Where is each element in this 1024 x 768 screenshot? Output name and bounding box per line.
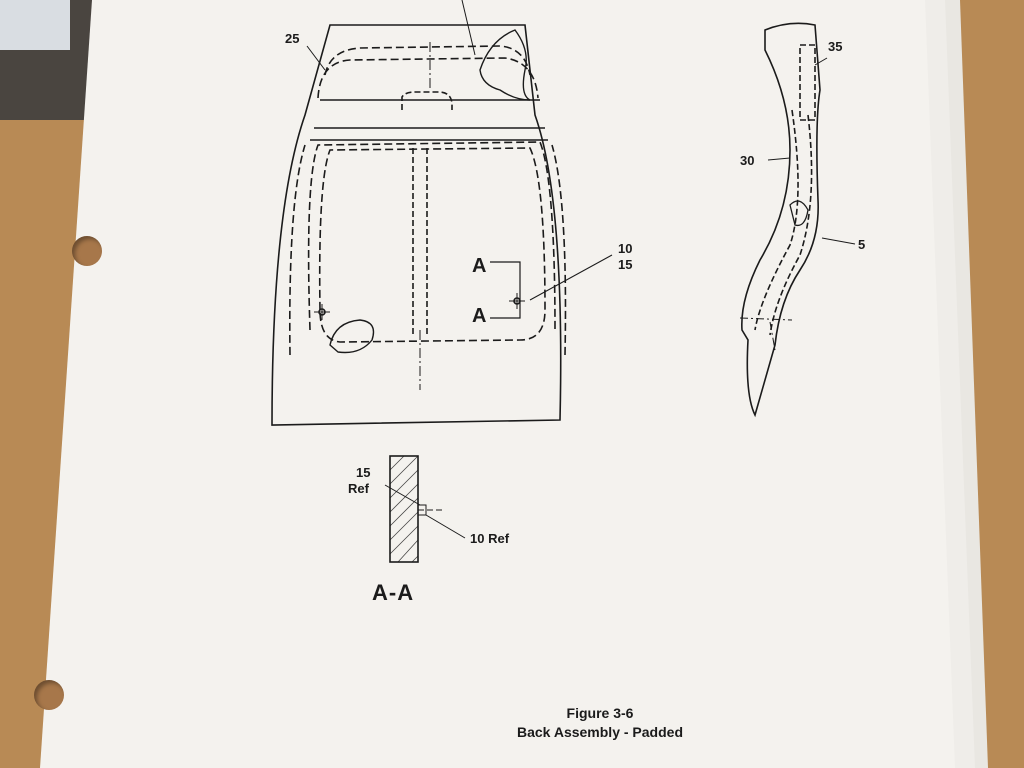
- section-view-title: A-A: [372, 580, 415, 605]
- section-callout-10-ref: 10 Ref: [470, 531, 510, 546]
- section-marker-bottom: A: [472, 305, 487, 327]
- callout-35: 35: [828, 39, 843, 54]
- figure-number: Figure 3-6: [566, 705, 634, 721]
- section-marker-top: A: [472, 255, 487, 277]
- paper-sheet-drawing: [40, 0, 988, 768]
- callout-25: 25: [285, 31, 300, 46]
- callout-30: 30: [740, 153, 755, 168]
- desk-paper-corner: [0, 0, 70, 50]
- figure-caption: Figure 3-6 Back Assembly - Padded: [440, 704, 760, 742]
- section-callout-15: 15: [356, 465, 371, 480]
- section-callout-ref: Ref: [348, 481, 369, 496]
- punch-hole-top: [72, 236, 102, 266]
- punch-hole-bottom: [34, 680, 64, 710]
- callout-10: 10: [618, 241, 633, 256]
- paper-page: [40, 0, 988, 768]
- callout-15: 15: [618, 257, 633, 272]
- callout-5: 5: [858, 237, 866, 252]
- figure-title: Back Assembly - Padded: [517, 724, 683, 740]
